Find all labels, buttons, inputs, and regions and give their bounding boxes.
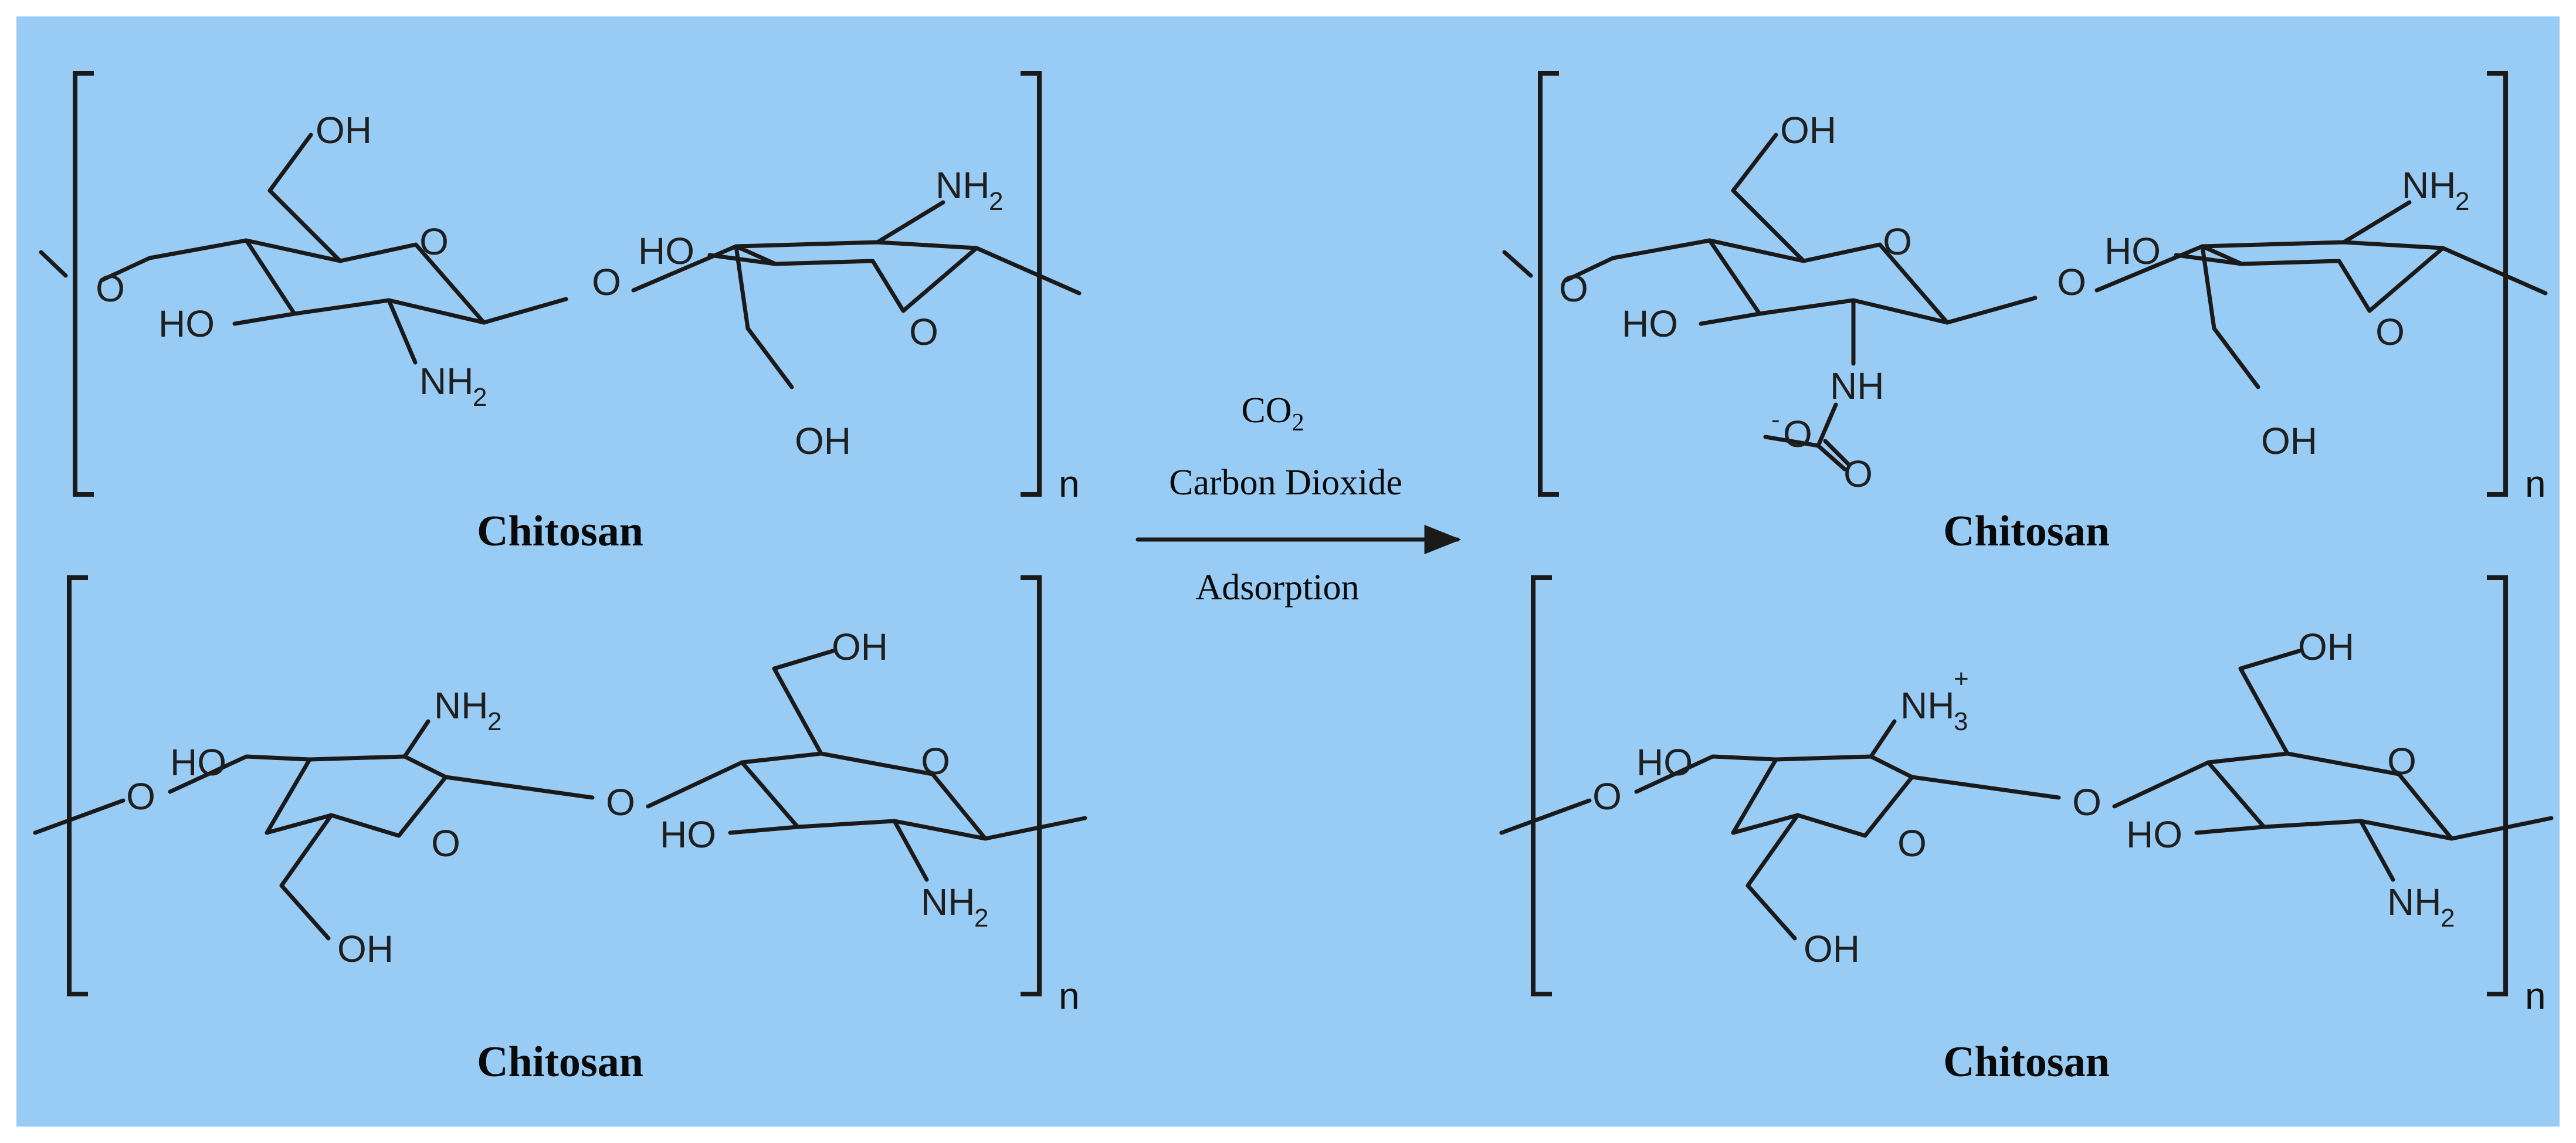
carboxylate-oxygen: O: [1783, 413, 1812, 455]
amine-label: NH: [419, 360, 473, 402]
substituent-bonds: [707, 200, 1082, 389]
left-bracket: [1531, 575, 1552, 996]
hydroxyl-label: OH: [795, 420, 851, 462]
substituent-bonds: [1502, 133, 2205, 366]
ring-oxygen: O: [921, 740, 950, 782]
subscript: 3: [1954, 707, 1968, 736]
substituent-bonds: [39, 133, 738, 365]
hydroxyl-label: OH: [1804, 928, 1860, 970]
ring-oxygen: O: [431, 822, 460, 864]
hydroxyl-label: OH: [337, 928, 394, 970]
hydroxyl-label: OH: [1780, 109, 1836, 151]
left-bracket: [1538, 71, 1559, 497]
ring-bond: [734, 240, 979, 313]
nh-label: NH: [1830, 365, 1884, 407]
structure-caption: Chitosan: [1943, 507, 2110, 555]
substituent-bonds: [2194, 649, 2554, 882]
glycosidic-oxygen: O: [1559, 267, 1588, 310]
substituent-bonds: [33, 719, 744, 941]
right-bracket: [1021, 575, 1042, 996]
substituent-bonds: [1499, 719, 2211, 941]
hydroxyl-label: OH: [316, 109, 372, 151]
subscript: 2: [473, 383, 487, 412]
hydroxyl-label: HO: [1636, 741, 1693, 784]
ring-oxygen: O: [2387, 740, 2416, 782]
ring-bond: [1731, 754, 1914, 838]
negative-charge: -: [1771, 405, 1780, 434]
ring-oxygen: O: [1897, 822, 1927, 864]
amine-label: NH: [921, 881, 975, 923]
ammonium-label: NH: [1900, 684, 1954, 727]
hydroxyl-label: HO: [158, 303, 215, 345]
right-bracket: [2487, 71, 2508, 497]
left-bracket: [73, 71, 94, 497]
structure-caption: Chitosan: [477, 1038, 643, 1086]
chitosan-carbamate-structure-top-right: n O O OH HO NH O - O O HO O OH NH 2 Chit…: [1502, 71, 2548, 555]
chitosan-structure-top-left: n O O OH HO NH 2 O HO O OH NH 2 Chitosan: [39, 71, 1082, 555]
reagent-formula: CO2: [1241, 391, 1304, 436]
amine-label: NH: [2387, 881, 2441, 923]
bridging-oxygen: O: [2072, 781, 2102, 823]
subscript: 2: [2455, 187, 2469, 216]
ring-oxygen: O: [419, 221, 449, 263]
positive-charge: +: [1954, 664, 1969, 693]
reagent-name: Carbon Dioxide: [1169, 463, 1402, 503]
reaction-conditions: CO2 Carbon Dioxide Adsorption: [1136, 391, 1462, 608]
ring-oxygen: O: [909, 311, 938, 353]
carbonyl-oxygen: O: [1843, 453, 1873, 495]
substituent-bonds: [2174, 200, 2548, 389]
bridging-oxygen: O: [592, 261, 621, 303]
structure-caption: Chitosan: [477, 507, 643, 555]
amine-label: NH: [936, 164, 989, 206]
left-bracket: [67, 575, 88, 996]
subscript: 2: [974, 904, 988, 932]
subscript: 2: [487, 707, 501, 736]
carbamate-bonds: [1763, 402, 1851, 472]
repeat-index: n: [2525, 463, 2546, 505]
right-bracket: [2487, 575, 2508, 996]
structure-caption: Chitosan: [1943, 1038, 2110, 1086]
repeat-index: n: [2525, 975, 2546, 1017]
ring-oxygen: O: [1883, 221, 1912, 263]
subscript: 2: [2441, 904, 2455, 932]
hydroxyl-label: HO: [1622, 303, 1678, 345]
chitosan-structure-bottom-left: n O HO NH 2 O OH O OH O HO NH 2 Chitosan: [33, 575, 1087, 1086]
right-bracket: [1021, 71, 1042, 497]
repeat-index: n: [1059, 463, 1080, 505]
amine-label: NH: [2402, 164, 2456, 206]
process-label: Adsorption: [1196, 568, 1360, 608]
chitosan-ammonium-structure-bottom-right: n O HO NH 3 + O OH O OH O HO NH 2 Chitos…: [1499, 575, 2554, 1086]
hydroxyl-label: HO: [638, 230, 694, 272]
hydroxyl-label: OH: [2298, 626, 2354, 668]
subscript: 2: [989, 187, 1003, 216]
amine-label: NH: [434, 684, 488, 727]
ring-bond: [265, 754, 448, 838]
bridging-oxygen: O: [606, 781, 635, 823]
substituent-bonds: [728, 649, 1087, 882]
glycosidic-oxygen: O: [126, 775, 155, 818]
glycosidic-oxygen: O: [96, 267, 125, 310]
bridging-oxygen: O: [2057, 261, 2086, 303]
hydroxyl-label: HO: [170, 741, 226, 784]
glycosidic-oxygen: O: [1592, 775, 1622, 818]
hydroxyl-label: OH: [832, 626, 888, 668]
hydroxyl-label: OH: [2261, 420, 2317, 462]
repeat-index: n: [1059, 975, 1080, 1017]
diagram-background: [16, 16, 2560, 1127]
ring-oxygen: O: [2375, 311, 2405, 353]
hydroxyl-label: HO: [2104, 230, 2161, 272]
hydroxyl-label: HO: [660, 813, 716, 856]
ring-bond: [2200, 240, 2445, 313]
hydroxyl-label: HO: [2126, 813, 2182, 856]
